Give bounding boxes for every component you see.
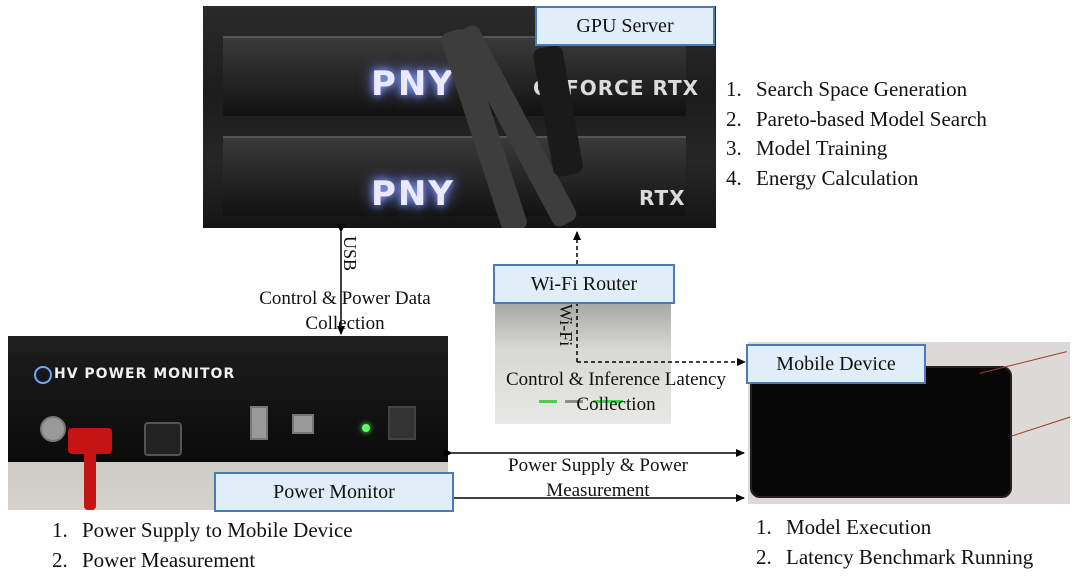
power-monitor-task-list: 1.Power Supply to Mobile Device 2.Power … bbox=[52, 518, 353, 577]
wifi-label-line2: Collection bbox=[488, 393, 744, 418]
wifi-medium-label: Wi-Fi bbox=[555, 304, 576, 346]
wifi-router-tag: Wi-Fi Router bbox=[493, 264, 675, 304]
usb-label-line2: Collection bbox=[236, 312, 454, 337]
usb-label-line1: Control & Power Data bbox=[236, 287, 454, 312]
usb-medium-label: USB bbox=[339, 236, 360, 271]
power-label-line2: Measurement bbox=[480, 479, 716, 504]
mobile-device-tag: Mobile Device bbox=[746, 344, 926, 384]
power-label-line1: Power Supply & Power bbox=[480, 454, 716, 479]
power-connection-label: Power Supply & Power Measurement bbox=[480, 454, 716, 503]
list-item: 1.Model Execution bbox=[756, 515, 1033, 545]
usb-connection-label: Control & Power Data Collection bbox=[236, 287, 454, 336]
list-item: 2.Latency Benchmark Running bbox=[756, 545, 1033, 575]
list-item: 3.Model Training bbox=[726, 136, 987, 166]
list-item: 4.Energy Calculation bbox=[726, 166, 987, 196]
power-monitor-tag: Power Monitor bbox=[214, 472, 454, 512]
list-item: 1.Power Supply to Mobile Device bbox=[52, 518, 353, 548]
mobile-device-task-list: 1.Model Execution 2.Latency Benchmark Ru… bbox=[756, 515, 1033, 574]
list-item: 2.Pareto-based Model Search bbox=[726, 107, 987, 137]
gpu-server-task-list: 1.Search Space Generation 2.Pareto-based… bbox=[726, 77, 987, 195]
gpu-server-tag: GPU Server bbox=[535, 6, 715, 46]
list-item: 2.Power Measurement bbox=[52, 548, 353, 577]
wifi-label-line1: Control & Inference Latency bbox=[488, 368, 744, 393]
wifi-connection-label: Control & Inference Latency Collection bbox=[488, 368, 744, 417]
list-item: 1.Search Space Generation bbox=[726, 77, 987, 107]
